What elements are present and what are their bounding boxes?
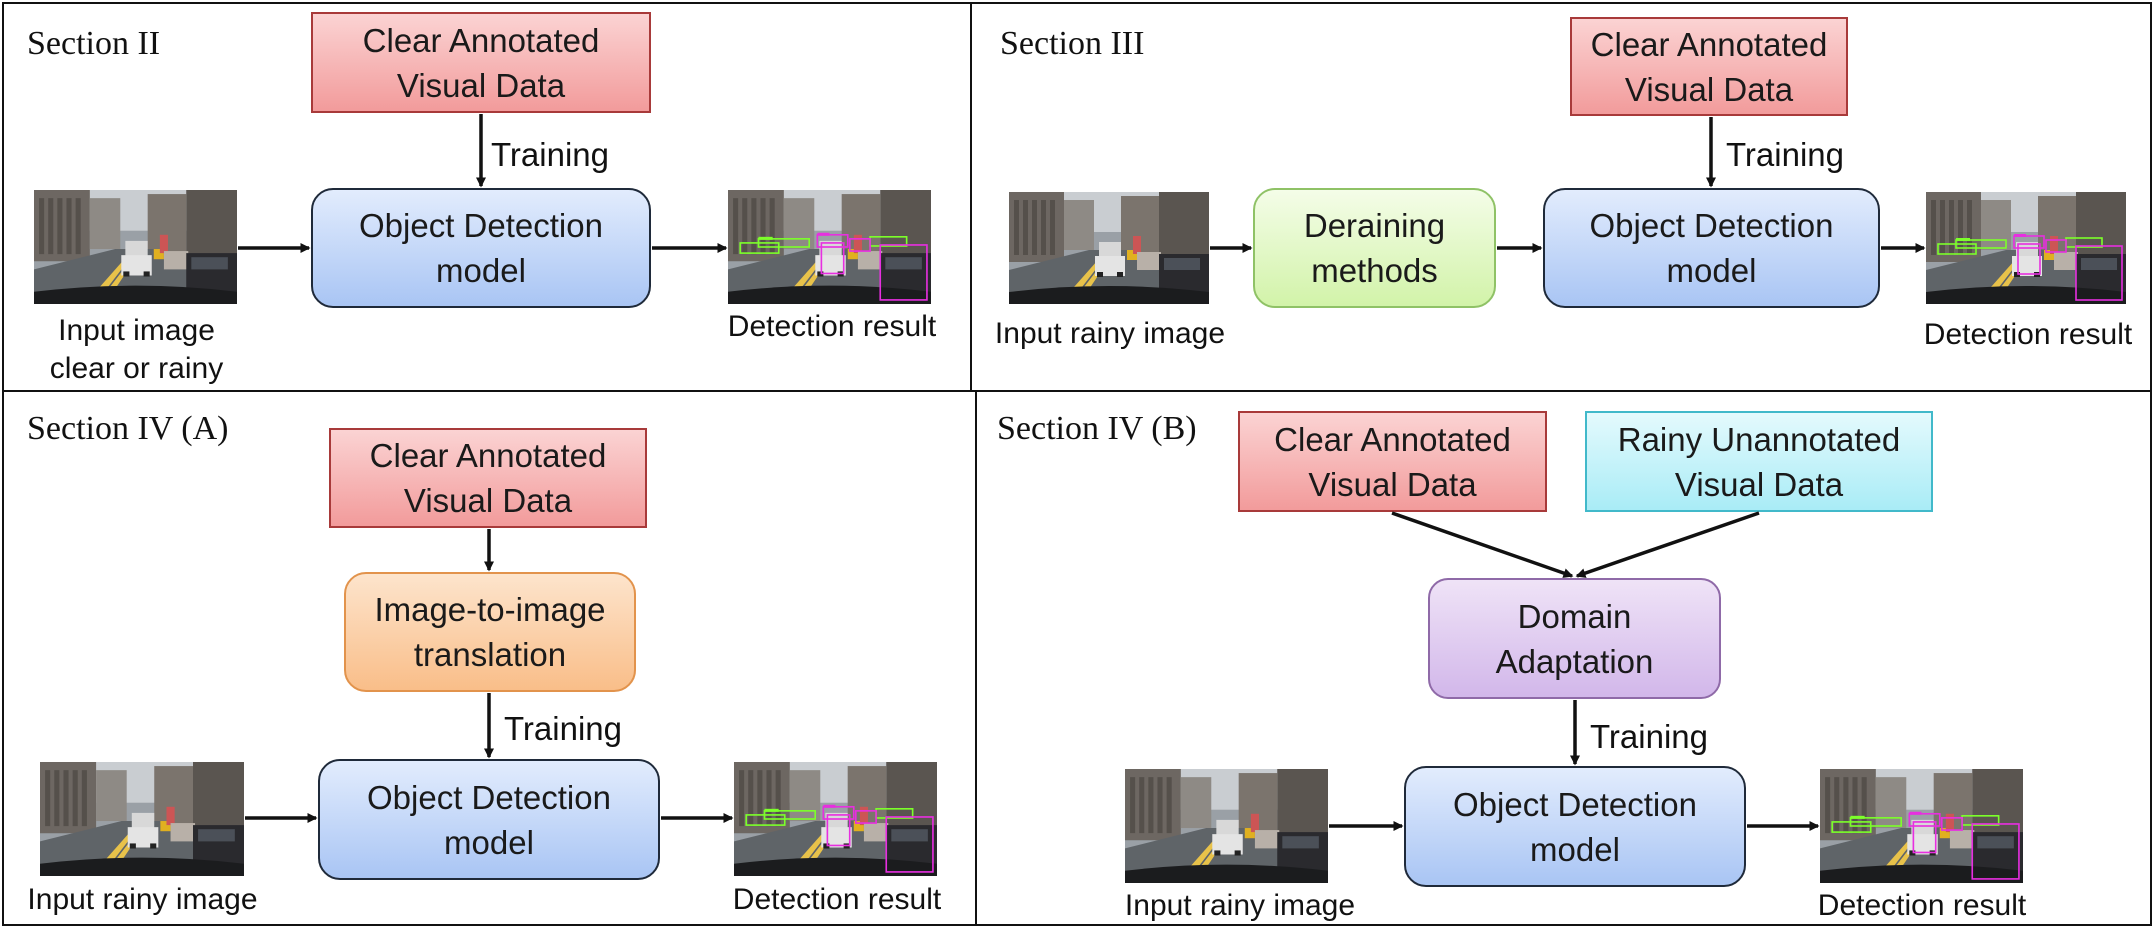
s4a-input-image <box>40 762 244 876</box>
s2-training-label: Training <box>491 136 609 173</box>
s3-input-caption: Input rainy image <box>994 317 1226 350</box>
s4b-object-detection-model-box: Object Detection model <box>1404 766 1746 887</box>
s4b-rainy-unannotated-data-box: Rainy Unannotated Visual Data <box>1585 411 1933 512</box>
s3-training-label: Training <box>1726 136 1844 173</box>
s3-deraining-methods-box: Deraining methods <box>1253 188 1496 308</box>
s3-detection-result-image <box>1926 192 2126 304</box>
s2-output-caption: Detection result <box>727 310 937 343</box>
s2-object-detection-model-box: Object Detection model <box>311 188 651 308</box>
section-4a-label: Section IV (A) <box>27 410 229 447</box>
section-3-label: Section III <box>1000 25 1145 62</box>
s4b-output-caption: Detection result <box>1817 889 2027 922</box>
bottom-vertical-divider <box>975 390 977 926</box>
s4a-detection-result-image <box>734 762 937 876</box>
s3-output-caption: Detection result <box>1923 318 2133 351</box>
horizontal-divider <box>2 390 2152 392</box>
s4b-input-caption: Input rainy image <box>1124 889 1356 922</box>
s3-input-image <box>1009 192 1209 304</box>
s4b-input-image <box>1125 769 1328 883</box>
s3-object-detection-model-box: Object Detection model <box>1543 188 1880 308</box>
s4a-output-caption: Detection result <box>732 883 942 916</box>
top-vertical-divider <box>970 2 972 392</box>
s4a-clear-annotated-data-box: Clear Annotated Visual Data <box>329 428 647 528</box>
section-2-label: Section II <box>27 25 161 62</box>
s4a-input-caption: Input rainy image <box>27 883 258 916</box>
s3-clear-annotated-data-box: Clear Annotated Visual Data <box>1570 17 1848 116</box>
s4b-clear-annotated-data-box: Clear Annotated Visual Data <box>1238 411 1547 512</box>
s4a-object-detection-model-box: Object Detection model <box>318 759 660 880</box>
s4b-detection-result-image <box>1820 769 2023 883</box>
s2-input-image <box>34 190 237 304</box>
s2-clear-annotated-data-box: Clear Annotated Visual Data <box>311 12 651 113</box>
s4b-domain-adaptation-box: Domain Adaptation <box>1428 578 1721 699</box>
s4b-training-label: Training <box>1590 718 1708 755</box>
section-4b-label: Section IV (B) <box>997 410 1197 447</box>
s2-input-caption: Input image clear or rainy <box>49 314 224 385</box>
s4a-image-to-image-translation-box: Image-to-image translation <box>344 572 636 692</box>
s2-detection-result-image <box>728 190 931 304</box>
s4a-training-label: Training <box>504 710 622 747</box>
